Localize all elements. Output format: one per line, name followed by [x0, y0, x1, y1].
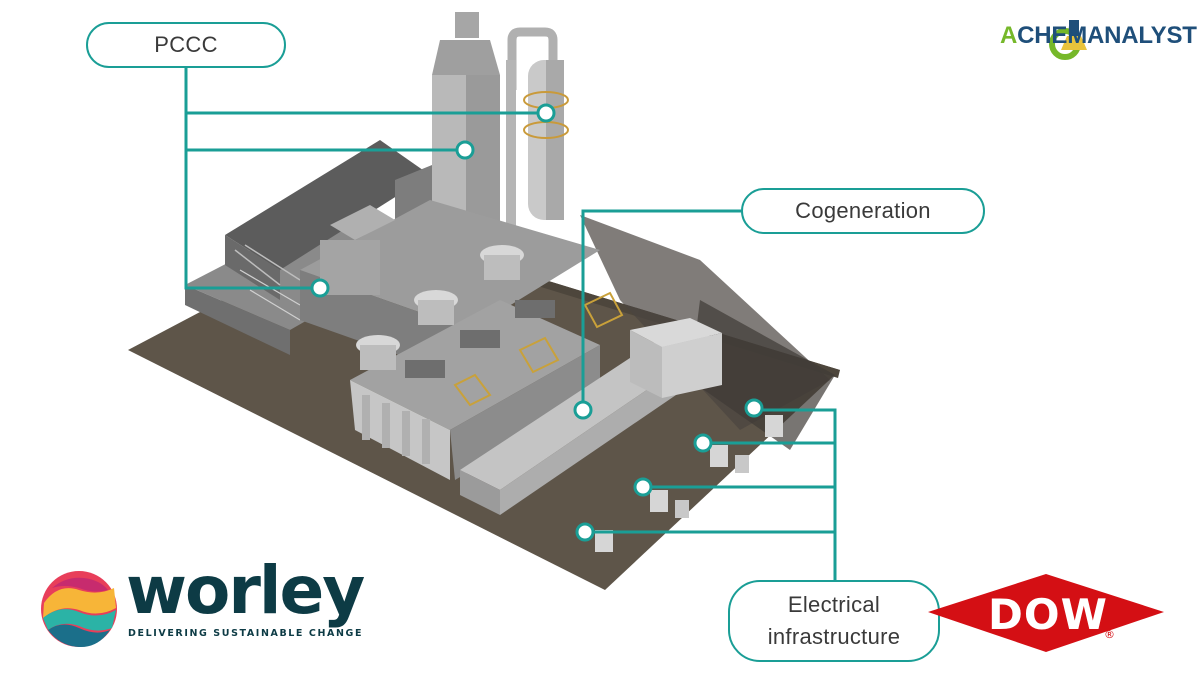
callout-markers	[310, 103, 764, 542]
chemanalyst-wordmark-a: A	[1000, 22, 1018, 49]
callout-pccc-label: PCCC	[154, 32, 218, 57]
worley-emblem-icon	[41, 571, 117, 648]
callout-electrical-label: Electrical infrastructure	[767, 592, 901, 649]
callout-cogeneration-label: Cogeneration	[795, 198, 931, 223]
worley-tagline: DELIVERING SUSTAINABLE CHANGE	[128, 628, 364, 639]
dow-diamond-logo	[928, 574, 1164, 652]
chemanalyst-wordmark-rest: CHEMANALYST	[1017, 22, 1197, 49]
turbine-halls	[350, 245, 624, 480]
callout-leader-lines	[184, 68, 837, 580]
dow-wordmark: DOW	[988, 590, 1108, 639]
dow-registered-mark: ®	[1104, 628, 1115, 641]
callout-electrical-infrastructure: Electrical infrastructure	[728, 580, 940, 662]
worley-wordmark: worley	[126, 552, 365, 629]
chemanalyst-logo-icon	[1049, 20, 1087, 60]
callout-cogeneration: Cogeneration	[741, 188, 985, 234]
chemanalyst-wordmark: ACHEMANALYST	[1000, 22, 1197, 50]
transformers	[595, 415, 783, 552]
callout-pccc: PCCC	[86, 22, 286, 68]
absorber-column	[506, 27, 569, 230]
